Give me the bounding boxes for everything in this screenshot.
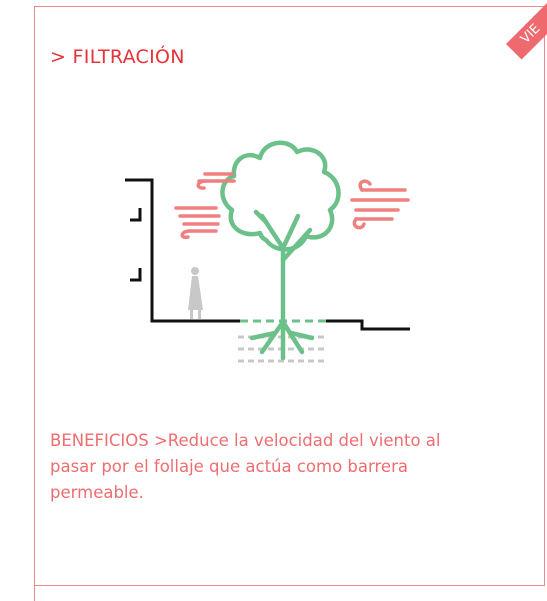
benefits-text: BENEFICIOS >Reduce la velocidad del vien… [50, 431, 441, 502]
filtration-illustration [125, 140, 410, 363]
wind-right-icon [350, 179, 410, 230]
tree-icon [220, 140, 341, 361]
wind-left-icon [174, 172, 236, 240]
card-title: > FILTRACIÓN [50, 46, 185, 68]
card-frame [34, 6, 545, 586]
person-icon [188, 267, 203, 319]
building-profile [125, 178, 410, 331]
frame-tick [34, 585, 35, 601]
